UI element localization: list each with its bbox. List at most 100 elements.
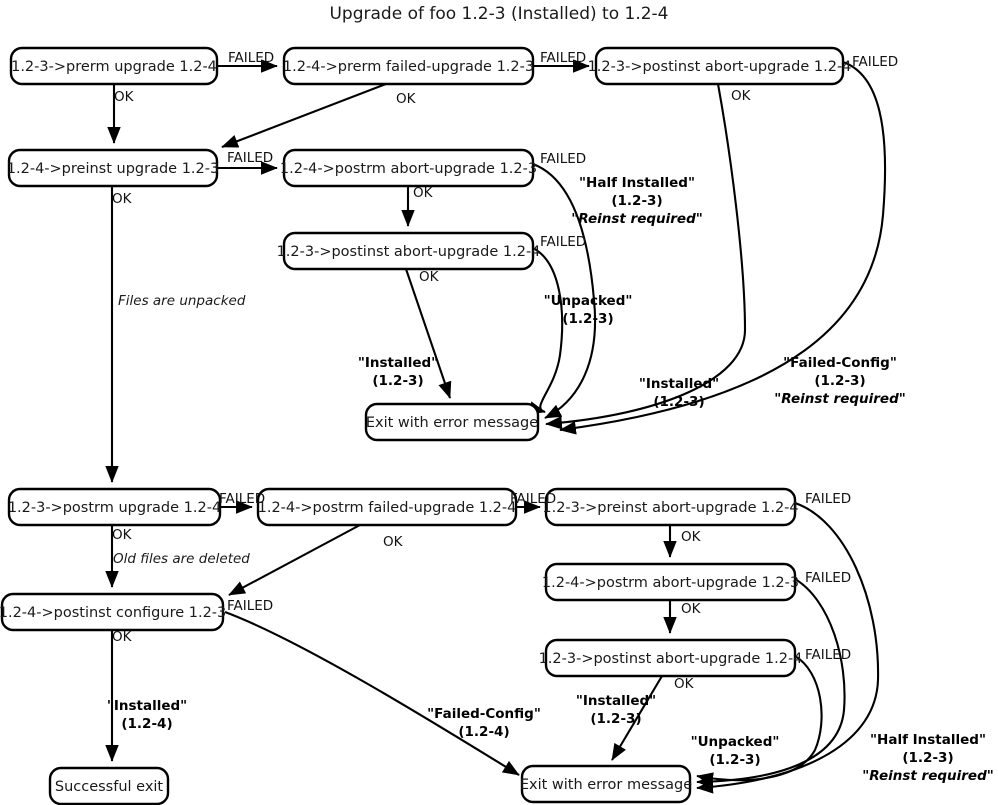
state-label-line: (1.2-3) bbox=[562, 311, 613, 327]
edge-label-e14: OK bbox=[112, 527, 133, 543]
state-label-line: "Failed-Config" bbox=[427, 706, 541, 722]
state-label-s10: "Half Installed"(1.2-3)"Reinst required" bbox=[862, 732, 994, 784]
edge-label-e16: OK bbox=[383, 534, 404, 550]
node-box-postinst_abort_low bbox=[544, 638, 797, 678]
node-label-postrm_failed: 1.2-4->postrm failed-upgrade 1.2-4 bbox=[258, 500, 517, 516]
node-box-prerm_failed bbox=[282, 46, 535, 86]
edge-label-e20: OK bbox=[112, 629, 133, 645]
node-box-exit_error_top bbox=[364, 402, 540, 442]
edge-label-e9: FAILED bbox=[540, 151, 586, 167]
state-label-line: (1.2-3) bbox=[653, 394, 704, 410]
state-label-s1: "Half Installed" (1.2-3) "Reinst required" bbox=[571, 175, 703, 227]
edge-label-e5: FAILED bbox=[852, 54, 898, 70]
state-label-s9: "Unpacked" (1.2-3) bbox=[691, 734, 780, 768]
state-label-s3: "Installed" (1.2-3) bbox=[358, 355, 438, 389]
flow-edge-p4 bbox=[221, 83, 387, 148]
state-label-line: (1.2-3) bbox=[590, 711, 641, 727]
node-label-successful_exit: Successful exit bbox=[55, 779, 164, 795]
flow-edge-p24 bbox=[611, 675, 663, 761]
node-successful_exit[interactable]: Successful exit bbox=[48, 766, 170, 805]
edge-label-e10: OK bbox=[413, 185, 434, 201]
state-labels-layer: "Half Installed" (1.2-3) "Reinst required"… bbox=[107, 175, 994, 784]
node-box-exit_error_bottom bbox=[520, 764, 692, 804]
state-label-s2: "Unpacked" (1.2-3) bbox=[544, 293, 633, 327]
state-label-line: (1.2-3) bbox=[372, 373, 423, 389]
edge-label-e1: FAILED bbox=[228, 50, 274, 66]
state-label-reinst: "Reinst required" bbox=[571, 211, 703, 227]
edge-labels-layer: FAILED OK FAILED OK FAILED OK FAILED OK FAILED OK… bbox=[112, 50, 898, 692]
state-label-line: (1.2-4) bbox=[458, 724, 509, 740]
state-label-line: (1.2-3) bbox=[611, 193, 662, 209]
flow-edge-p21 bbox=[696, 578, 846, 789]
node-postrm_failed[interactable]: 1.2-4->postrm failed-upgrade 1.2-4 bbox=[256, 487, 518, 527]
edge-label-e11: FAILED bbox=[540, 234, 586, 250]
node-postrm_abort_mid[interactable]: 1.2-4->postrm abort-upgrade 1.2-3 bbox=[280, 148, 537, 188]
edge-label-e24: OK bbox=[674, 676, 695, 692]
state-label-line: (1.2-4) bbox=[121, 716, 172, 732]
node-box-prerm_upgrade bbox=[9, 46, 219, 86]
node-postinst_configure[interactable]: 1.2-4->postinst configure 1.2-3 bbox=[0, 592, 226, 632]
flow-edge-p16 bbox=[228, 524, 361, 596]
node-postrm_abort_low[interactable]: 1.2-4->postrm abort-upgrade 1.2-3 bbox=[542, 562, 799, 602]
edge-label-e6: OK bbox=[731, 88, 752, 104]
node-preinst_abort[interactable]: 1.2-3->preinst abort-upgrade 1.2-4 bbox=[542, 487, 799, 527]
flow-edge-p6 bbox=[545, 83, 747, 430]
edge-label-e3: FAILED bbox=[540, 50, 586, 66]
state-label-line: "Installed" bbox=[358, 355, 438, 371]
edge-label-e13: FAILED bbox=[219, 491, 265, 507]
edge-label-e23: FAILED bbox=[805, 647, 851, 663]
node-label-prerm_upgrade: 1.2-3->prerm upgrade 1.2-4 bbox=[11, 59, 217, 75]
node-exit_error_top[interactable]: Exit with error message bbox=[364, 402, 540, 442]
node-label-exit_error_bottom: Exit with error message bbox=[520, 777, 692, 793]
state-label-line: (1.2-3) bbox=[902, 750, 953, 766]
node-label-prerm_failed: 1.2-4->prerm failed-upgrade 1.2-3 bbox=[283, 59, 534, 75]
nodes-layer: 1.2-3->prerm upgrade 1.2-4 1.2-4->prerm f… bbox=[0, 46, 852, 805]
flow-edge-p9 bbox=[532, 163, 597, 419]
state-label-line: "Half Installed" bbox=[870, 732, 986, 748]
node-box-successful_exit bbox=[48, 766, 170, 805]
node-postinst_abort_mid[interactable]: 1.2-3->postinst abort-upgrade 1.2-4 bbox=[277, 231, 541, 271]
state-label-line: "Installed" bbox=[576, 693, 656, 709]
edge-label-e18: OK bbox=[681, 529, 702, 545]
edge-label-e22: OK bbox=[681, 601, 702, 617]
node-postinst_abort_low[interactable]: 1.2-3->postinst abort-upgrade 1.2-4 bbox=[539, 638, 803, 678]
node-exit_error_bottom[interactable]: Exit with error message bbox=[520, 764, 692, 804]
node-label-postinst_abort_top: 1.2-3->postinst abort-upgrade 1.2-4 bbox=[588, 59, 852, 75]
state-label-s5: "Failed-Config" (1.2-3) "Reinst required" bbox=[774, 355, 906, 407]
edges-layer bbox=[105, 59, 887, 794]
node-prerm_upgrade[interactable]: 1.2-3->prerm upgrade 1.2-4 bbox=[9, 46, 219, 86]
edge-label-e19: FAILED bbox=[227, 598, 273, 614]
node-box-postinst_configure bbox=[0, 592, 225, 632]
node-postrm_upgrade[interactable]: 1.2-3->postrm upgrade 1.2-4 bbox=[7, 487, 222, 527]
state-label-line: "Half Installed" bbox=[579, 175, 695, 191]
node-label-preinst_upgrade: 1.2-4->preinst upgrade 1.2-3 bbox=[7, 161, 219, 177]
node-box-postinst_abort_top bbox=[594, 46, 845, 86]
flow-edge-p23 bbox=[696, 655, 823, 786]
node-box-postrm_abort_low bbox=[544, 562, 797, 602]
node-preinst_upgrade[interactable]: 1.2-4->preinst upgrade 1.2-3 bbox=[7, 148, 219, 188]
state-label-s8: "Installed" (1.2-3) bbox=[576, 693, 656, 727]
state-label-line: (1.2-3) bbox=[709, 752, 760, 768]
node-prerm_failed[interactable]: 1.2-4->prerm failed-upgrade 1.2-3 bbox=[282, 46, 535, 86]
node-postinst_abort_top[interactable]: 1.2-3->postinst abort-upgrade 1.2-4 bbox=[588, 46, 852, 86]
node-label-postrm_abort_low: 1.2-4->postrm abort-upgrade 1.2-3 bbox=[542, 575, 799, 591]
page-title: Upgrade of foo 1.2-3 (Installed) to 1.2-… bbox=[329, 4, 668, 24]
state-label-line: "Unpacked" bbox=[691, 734, 780, 750]
flow-edge-p11 bbox=[527, 247, 564, 415]
flow-edge-p12 bbox=[405, 268, 452, 399]
state-label-line: (1.2-3) bbox=[814, 373, 865, 389]
node-box-postinst_abort_mid bbox=[282, 231, 535, 271]
edge-label-e2: OK bbox=[114, 89, 135, 105]
node-box-preinst_abort bbox=[544, 487, 797, 527]
state-label-reinst: "Reinst required" bbox=[774, 391, 906, 407]
state-label-line: "Failed-Config" bbox=[783, 355, 897, 371]
edge-label-e8: OK bbox=[112, 191, 133, 207]
state-label-line: "Installed" bbox=[107, 698, 187, 714]
state-label-line: "Unpacked" bbox=[544, 293, 633, 309]
edge-label-e17: FAILED bbox=[805, 491, 851, 507]
note-n1: Files are unpacked bbox=[118, 293, 246, 309]
node-box-postrm_abort_mid bbox=[282, 148, 535, 188]
